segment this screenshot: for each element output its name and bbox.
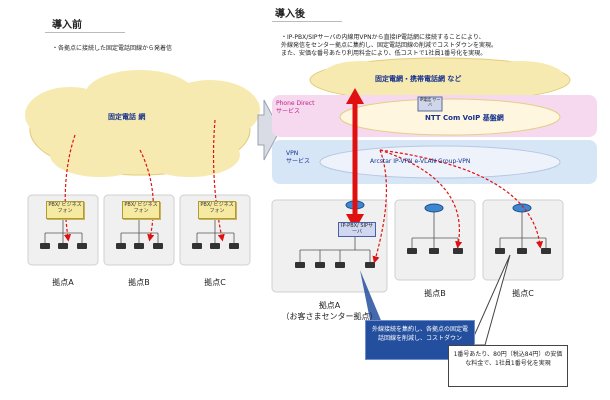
callout-cost-reduction: 外線接続を集約し、各拠点の固定電話回線を削減し、コストダウン <box>365 320 475 360</box>
after-top-cloud-label: 固定電網・携帯電話網 など <box>375 75 462 83</box>
before-site-c-label: 拠点C <box>204 278 226 287</box>
after-site-c-box <box>482 199 564 281</box>
before-pbx-a: PBX/ ビジネスフォン <box>46 201 84 219</box>
after-site-a-box <box>271 199 388 293</box>
before-heading-underline <box>45 32 125 33</box>
after-site-a-label: 拠点A （お客さまセンター拠点） <box>281 301 378 321</box>
after-site-b-label: 拠点B <box>424 289 446 298</box>
before-phone-icons <box>40 243 239 249</box>
after-heading-underline <box>272 21 342 22</box>
after-note: ・IP-PBX/SIPサーバの内線用VPNから直接IP電話網に接続することにより… <box>281 34 601 58</box>
before-pbx-c: PBX/ ビジネスフォン <box>198 201 236 219</box>
before-phone-lines <box>44 220 235 243</box>
before-cloud <box>25 70 260 177</box>
after-phone-icons <box>295 248 551 268</box>
after-note-line-3: また、安価な番号あたり利用料金により、低コストで1社員1番号化を実現。 <box>281 50 487 57</box>
transition-arrow <box>257 99 281 161</box>
before-cloud-label: 固定電話 網 <box>108 113 146 121</box>
ntt-cloud <box>339 98 561 136</box>
ip-phone-server-icon <box>417 96 443 112</box>
after-site-c-label: 拠点C <box>512 289 534 298</box>
before-call-arrows <box>63 119 225 242</box>
before-site-a-label: 拠点A <box>52 278 74 287</box>
after-note-line-2: 外線発信をセンター拠点に集約し、固定電話回線の削減でコストダウンを実現。 <box>281 42 498 49</box>
after-heading: 導入後 <box>275 9 305 20</box>
vpn-label: VPN サービス <box>286 150 311 165</box>
ntt-label: NTT Com VoIP 基盤網 <box>425 114 504 122</box>
after-site-b-box <box>394 199 476 281</box>
before-site-b-label: 拠点B <box>128 278 150 287</box>
arcstar-label: Arcstar IP-VPN e-VLAN Group-VPN <box>370 158 471 165</box>
before-pbx-b: PBX/ ビジネスフォン <box>122 201 160 219</box>
after-note-line-1: ・IP-PBX/SIPサーバの内線用VPNから直接IP電話網に接続することにより… <box>281 34 485 41</box>
after-call-arrows <box>372 149 544 264</box>
callout-1-pointer <box>360 270 385 330</box>
before-note: ・各拠点に接続した固定電話回線から発着信 <box>52 45 173 52</box>
ippbx-box: IP-PBX/ SIPサーバ <box>338 222 376 237</box>
callout-one-number: 1番号あたり、80円（税込84円）の安価な料金で、1社員1番号化を実現 <box>448 345 568 387</box>
ip-phone-server-label: IP電話 サーバ <box>419 97 441 107</box>
before-heading: 導入前 <box>52 20 82 31</box>
after-top-cloud <box>309 57 571 103</box>
phone-direct-label: Phone Direct サービス <box>276 100 315 115</box>
